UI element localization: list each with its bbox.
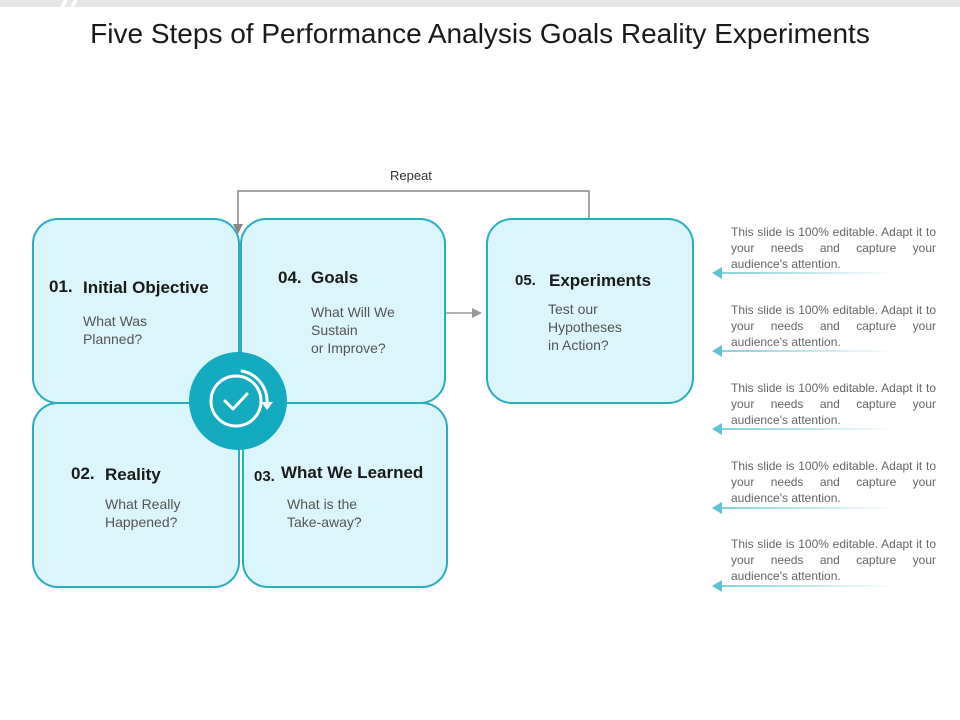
page-title: Five Steps of Performance Analysis Goals… <box>90 18 870 49</box>
note-arrow-line <box>716 428 896 430</box>
step-number: 01. <box>49 277 73 296</box>
step-number: 04. <box>278 268 302 287</box>
note-arrow-head <box>712 345 722 357</box>
step-heading: Goals <box>311 268 359 287</box>
step-subtext: What is the Take-away? <box>287 496 362 530</box>
step-experiments-box <box>486 218 694 404</box>
note-arrow-head <box>712 502 722 514</box>
goals-to-experiments-arrow-head <box>472 308 482 318</box>
step-subtext: Test our Hypotheses in Action? <box>548 301 622 353</box>
step-number: 05. <box>515 272 536 289</box>
repeat-label: Repeat <box>390 168 432 183</box>
note-arrow-head <box>712 423 722 435</box>
step-number: 02. <box>71 464 95 483</box>
top-decor-bar <box>0 0 960 7</box>
step-heading: Initial Objective <box>83 278 209 297</box>
step-heading: Experiments <box>549 271 652 290</box>
step-number: 03. <box>254 468 275 485</box>
repeat-arrow-head <box>233 224 243 234</box>
side-note: This slide is 100% editable. Adapt it to… <box>731 225 936 271</box>
note-arrow-line <box>716 350 896 352</box>
note-arrow-head <box>712 580 722 592</box>
step-heading: What We Learned <box>281 463 424 482</box>
step-subtext: What Really Happened? <box>105 496 181 530</box>
center-circle <box>189 352 287 450</box>
note-arrow-head <box>712 267 722 279</box>
step-what-we-learned-box <box>242 402 448 588</box>
side-note: This slide is 100% editable. Adapt it to… <box>731 459 936 505</box>
side-note: This slide is 100% editable. Adapt it to… <box>731 303 936 349</box>
side-note: This slide is 100% editable. Adapt it to… <box>731 537 936 583</box>
note-arrow-line <box>716 507 896 509</box>
note-arrow-line <box>716 585 896 587</box>
clock-refresh-icon <box>209 369 273 428</box>
repeat-loop-line <box>237 190 590 225</box>
side-note: This slide is 100% editable. Adapt it to… <box>731 381 936 427</box>
step-subtext: What Was Planned? <box>83 313 148 347</box>
note-arrow-line <box>716 272 896 274</box>
step-subtext: What Will We Sustain or Improve? <box>311 304 395 356</box>
step-heading: Reality <box>105 465 161 484</box>
